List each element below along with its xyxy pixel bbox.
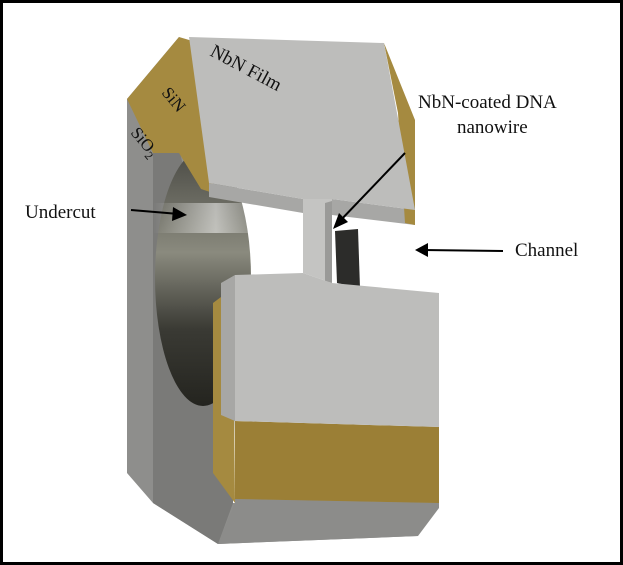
lower-block-base [218,499,439,544]
sin-layer-upper [127,37,213,193]
figure-panel: NbN Film SiN SiO2 NbN-coated DNA nanowir… [3,3,620,562]
label-nanowire-line1: NbN-coated DNA [418,92,557,113]
channel [335,229,360,288]
arrow-channel [415,243,504,257]
lower-pad-front [235,421,439,503]
upper-pad-front [209,183,303,213]
nanowire-edge [325,201,332,283]
device-illustration: NbN Film SiN SiO2 NbN-coated DNA nanowir… [25,37,578,544]
upper-pad-top [189,37,415,213]
label-undercut: Undercut [25,202,96,223]
arrow-nanowire [333,152,406,229]
label-channel: Channel [515,240,578,261]
arrow-undercut [130,207,187,221]
label-nanowire-line2: nanowire [457,117,528,138]
lower-pad-top [235,273,439,427]
nanowire-bridge [303,199,332,283]
lower-pad-left-edge [221,275,235,421]
upper-pad-front-right [332,199,415,225]
